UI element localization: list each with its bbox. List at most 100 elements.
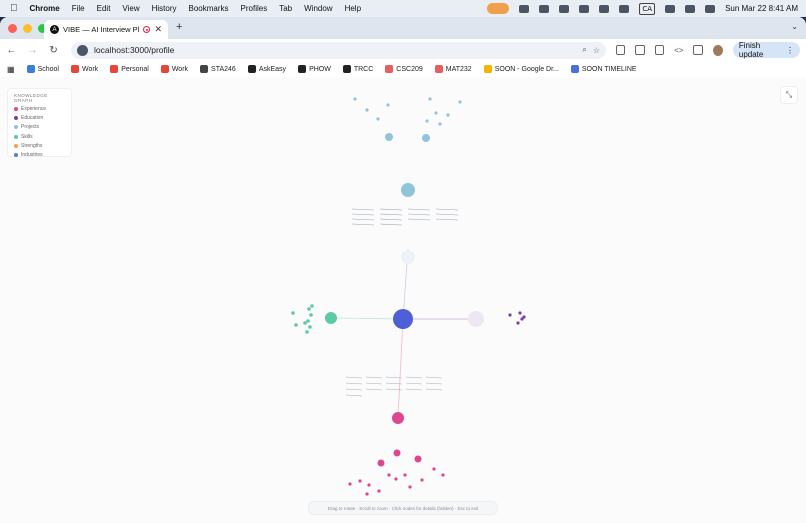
experience-node[interactable] bbox=[377, 489, 381, 493]
bookmark-soon-timeline[interactable]: SOON TIMELINE bbox=[570, 65, 637, 73]
close-tab-icon[interactable]: ✕ bbox=[154, 24, 162, 34]
knowledge-graph-canvas[interactable]: KNOWLEDGE GRAPH Experience Education Pro… bbox=[0, 77, 806, 523]
experience-label[interactable] bbox=[385, 376, 403, 379]
graph-link[interactable] bbox=[397, 318, 404, 419]
experience-node[interactable] bbox=[403, 473, 407, 477]
project-node[interactable] bbox=[422, 134, 430, 142]
knowledge-graph-svg[interactable] bbox=[0, 77, 806, 523]
project-label[interactable] bbox=[379, 218, 403, 221]
experience-node[interactable] bbox=[432, 467, 436, 471]
projects-hub-node[interactable] bbox=[401, 183, 415, 197]
project-label[interactable] bbox=[379, 213, 403, 216]
microphone-indicator-icon[interactable] bbox=[487, 3, 510, 14]
project-label[interactable] bbox=[407, 218, 431, 221]
experience-label[interactable] bbox=[365, 376, 383, 379]
skill-node[interactable] bbox=[309, 313, 313, 317]
experience-label[interactable] bbox=[345, 382, 363, 385]
project-node[interactable] bbox=[428, 97, 432, 101]
skill-node[interactable] bbox=[303, 321, 307, 325]
control-center-icon[interactable] bbox=[705, 4, 716, 13]
tab-search-chevron-icon[interactable]: ⌄ bbox=[791, 22, 798, 31]
menu-window[interactable]: Window bbox=[296, 4, 332, 13]
experience-node[interactable] bbox=[367, 483, 371, 487]
experience-label[interactable] bbox=[405, 388, 423, 391]
experience-label[interactable] bbox=[365, 388, 383, 391]
experience-label[interactable] bbox=[425, 382, 443, 385]
experience-label[interactable] bbox=[425, 388, 443, 391]
experience-node[interactable] bbox=[408, 485, 412, 489]
experience-node[interactable] bbox=[365, 492, 369, 496]
experience-node[interactable] bbox=[441, 473, 445, 477]
menu-edit[interactable]: Edit bbox=[89, 4, 111, 13]
close-window-icon[interactable] bbox=[8, 23, 17, 33]
notion-icon[interactable] bbox=[559, 4, 570, 13]
media-control-icon[interactable] bbox=[693, 45, 703, 55]
extensions-puzzle-icon[interactable] bbox=[654, 45, 665, 55]
project-label[interactable] bbox=[379, 223, 403, 226]
bookmark-askeasy[interactable]: AskEasy bbox=[247, 65, 286, 73]
bookmark-soon-drive[interactable]: SOON - Google Dr... bbox=[483, 65, 559, 73]
back-icon[interactable]: ← bbox=[6, 44, 17, 56]
apple-icon[interactable]:  bbox=[10, 3, 18, 14]
experience-label[interactable] bbox=[405, 382, 423, 385]
airdrop-icon[interactable] bbox=[619, 4, 630, 13]
education-node[interactable] bbox=[520, 317, 524, 321]
project-node[interactable] bbox=[385, 133, 393, 141]
project-label[interactable] bbox=[407, 208, 431, 211]
project-label[interactable] bbox=[351, 223, 375, 226]
graph-link[interactable] bbox=[330, 317, 404, 320]
extension-2-icon[interactable] bbox=[635, 45, 645, 55]
menu-tab[interactable]: Tab bbox=[271, 4, 292, 13]
maximize-window-icon[interactable] bbox=[38, 23, 47, 33]
experience-label[interactable] bbox=[405, 376, 423, 379]
experience-node[interactable] bbox=[377, 459, 385, 467]
devtools-code-icon[interactable]: <> bbox=[674, 45, 684, 55]
menu-bookmarks[interactable]: Bookmarks bbox=[181, 4, 229, 13]
battery-icon[interactable] bbox=[685, 4, 696, 13]
wifi-icon[interactable] bbox=[665, 4, 676, 13]
bookmark-work[interactable]: Work bbox=[70, 65, 98, 73]
skill-node[interactable] bbox=[305, 330, 309, 334]
site-info-icon[interactable] bbox=[77, 44, 89, 56]
profile-avatar[interactable] bbox=[712, 44, 723, 56]
extension-1-icon[interactable] bbox=[616, 45, 626, 55]
experience-node[interactable] bbox=[394, 477, 398, 481]
skills-hub-node[interactable] bbox=[325, 312, 337, 324]
menu-view[interactable]: View bbox=[114, 4, 139, 13]
skill-node[interactable] bbox=[306, 319, 310, 323]
project-node[interactable] bbox=[353, 97, 357, 101]
experience-node[interactable] bbox=[393, 449, 401, 457]
skill-node[interactable] bbox=[308, 325, 312, 329]
projects-cluster-node[interactable] bbox=[401, 250, 415, 264]
experience-label[interactable] bbox=[365, 382, 383, 385]
experience-node[interactable] bbox=[414, 455, 422, 463]
wallet-icon[interactable] bbox=[539, 4, 550, 13]
minimize-window-icon[interactable] bbox=[23, 23, 32, 33]
screen-icon[interactable] bbox=[519, 4, 530, 13]
profile-center-node[interactable] bbox=[393, 309, 413, 329]
project-node[interactable] bbox=[458, 100, 462, 104]
project-node[interactable] bbox=[438, 122, 442, 126]
zoom-icon[interactable]: ⌕ bbox=[582, 45, 587, 54]
bluetooth-icon[interactable] bbox=[599, 4, 610, 13]
bookmark-school[interactable]: School bbox=[26, 65, 59, 73]
bookmark-csc209[interactable]: CSC209 bbox=[385, 65, 423, 73]
skill-node[interactable] bbox=[307, 307, 311, 311]
experience-hub-node[interactable] bbox=[392, 412, 404, 424]
project-label[interactable] bbox=[435, 218, 459, 221]
experience-label[interactable] bbox=[385, 382, 403, 385]
project-label[interactable] bbox=[351, 208, 375, 211]
education-node[interactable] bbox=[516, 321, 520, 325]
skill-node[interactable] bbox=[310, 304, 314, 308]
project-label[interactable] bbox=[379, 208, 403, 211]
bookmark-mat232[interactable]: MAT232 bbox=[434, 65, 472, 73]
education-node[interactable] bbox=[522, 315, 526, 319]
skill-node[interactable] bbox=[291, 311, 295, 315]
project-node[interactable] bbox=[386, 103, 390, 107]
apps-grid-icon[interactable]: ▦ bbox=[7, 64, 15, 74]
education-node[interactable] bbox=[518, 311, 522, 315]
bookmark-phow[interactable]: PHOW bbox=[298, 65, 331, 73]
tab-vibe[interactable]: A VIBE — AI Interview Platfo ✕ bbox=[44, 20, 168, 39]
experience-node[interactable] bbox=[348, 482, 352, 486]
project-node[interactable] bbox=[365, 108, 369, 112]
